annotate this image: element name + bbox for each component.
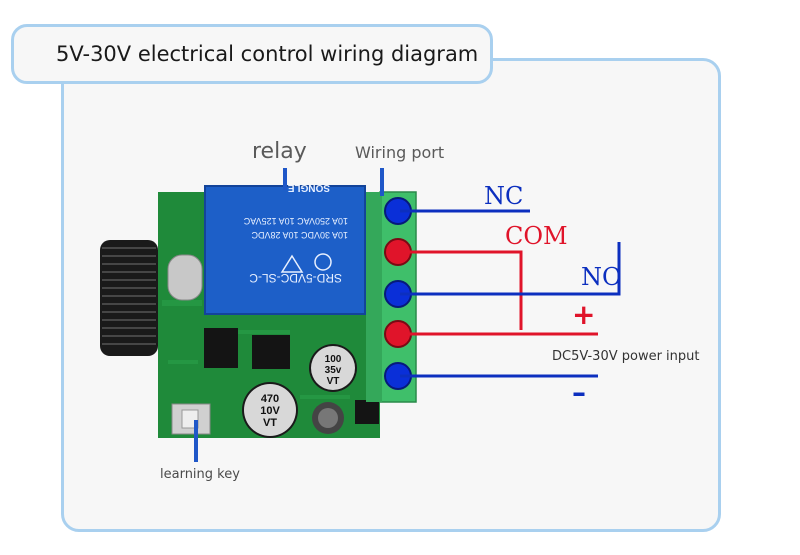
wiring-port-label: Wiring port (355, 143, 445, 162)
com-label: COM (505, 222, 568, 250)
cap1-line2: 10V (260, 405, 280, 417)
minus-label: – (572, 376, 586, 409)
learning-key-button (171, 403, 211, 435)
no-label: NO (581, 263, 622, 291)
cap1-line1: 470 (261, 393, 279, 405)
svg-text:SONGLE: SONGLE (287, 182, 330, 193)
diagram-title: 5V-30V electrical control wiring diagram (11, 24, 493, 84)
plus-label: + (572, 298, 596, 331)
svg-text:10A 30VDC 10A 28VDC: 10A 30VDC 10A 28VDC (251, 230, 348, 240)
relay-label: relay (252, 139, 307, 164)
learning-key-label: learning key (160, 467, 240, 482)
svg-text:SRD-5VDC-SL-C: SRD-5VDC-SL-C (249, 271, 342, 285)
ic-chip (355, 400, 379, 424)
crystal-oscillator (167, 254, 203, 301)
title-text: 5V-30V electrical control wiring diagram (56, 42, 479, 66)
ic-chip (204, 328, 238, 368)
nc-label: NC (484, 182, 524, 210)
relay-component: SRD-5VDC-SL-C 10A 30VDC 10A 28VDC 10A 25… (204, 182, 366, 315)
wire-com (400, 250, 523, 330)
antenna-coil (100, 240, 158, 356)
svg-text:10A 250VAC 10A 125VAC: 10A 250VAC 10A 125VAC (243, 216, 348, 226)
inductor (312, 402, 344, 434)
capacitor-100: 100 35v VT (309, 344, 357, 392)
capacitor-470: 470 10V VT (242, 382, 298, 438)
power-input-label: DC5V-30V power input (552, 349, 700, 364)
wire-no (400, 242, 621, 296)
cap2-line1: 100 (325, 354, 342, 365)
cap1-line3: VT (263, 417, 277, 429)
cap2-line2: 35v (325, 365, 342, 376)
ic-chip (252, 335, 290, 369)
cap2-line3: VT (327, 376, 340, 387)
